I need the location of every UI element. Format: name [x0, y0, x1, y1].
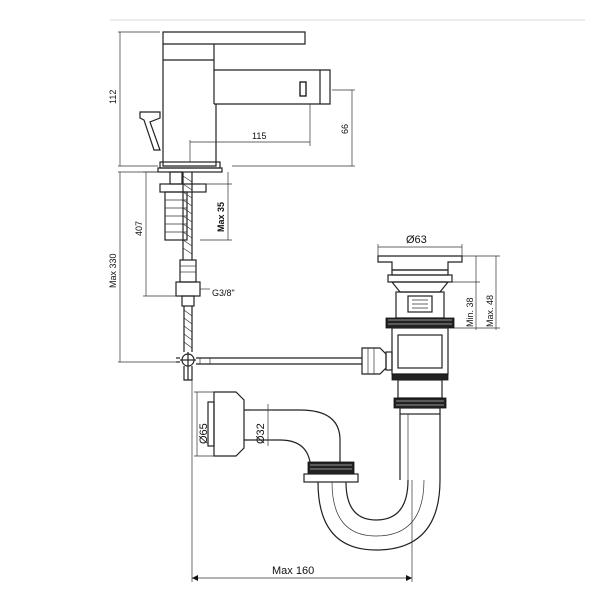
dimension-label-max160: Max 160 — [272, 565, 314, 577]
dimension-max330: Max 330 — [108, 171, 176, 363]
shank-assembly — [159, 171, 207, 381]
dimension-label-max330: Max 330 — [108, 253, 118, 288]
dimension-d63: Ø63 — [377, 234, 463, 256]
rod-nut — [361, 347, 393, 375]
dimension-label-d63: Ø63 — [406, 234, 427, 246]
dimension-label-max35: Max 35 — [216, 202, 226, 232]
dimension-max160: Max 160 — [191, 380, 413, 582]
dimension-label-d65: Ø65 — [198, 423, 210, 444]
dimension-112: 112 — [108, 31, 160, 167]
dimension-label-407: 407 — [134, 221, 144, 236]
thread-label-text: G3/8" — [212, 288, 235, 298]
dimension-115: 115 — [189, 104, 311, 162]
p-trap — [207, 391, 441, 551]
dimension-d65: Ø65 — [194, 391, 214, 457]
dimension-min38-max48: Min. 38 Max. 48 — [452, 255, 500, 330]
dimension-66: 66 — [232, 89, 355, 167]
dimension-label-max48: Max. 48 — [485, 295, 495, 327]
dimension-label-min38: Min. 38 — [465, 297, 475, 327]
dimension-label-115: 115 — [252, 131, 266, 141]
faucet-body — [139, 31, 331, 173]
dimension-label-112: 112 — [108, 90, 118, 104]
dimension-label-d32: Ø32 — [255, 423, 267, 444]
dimension-407: 407 — [134, 171, 176, 297]
drain-rod — [196, 357, 362, 365]
dimension-d32: Ø32 — [250, 404, 272, 446]
dimension-max35: Max 35 — [200, 172, 232, 241]
dimension-label-66: 66 — [340, 124, 350, 134]
popup-waste — [377, 255, 463, 480]
thread-label: G3/8" — [200, 288, 235, 298]
